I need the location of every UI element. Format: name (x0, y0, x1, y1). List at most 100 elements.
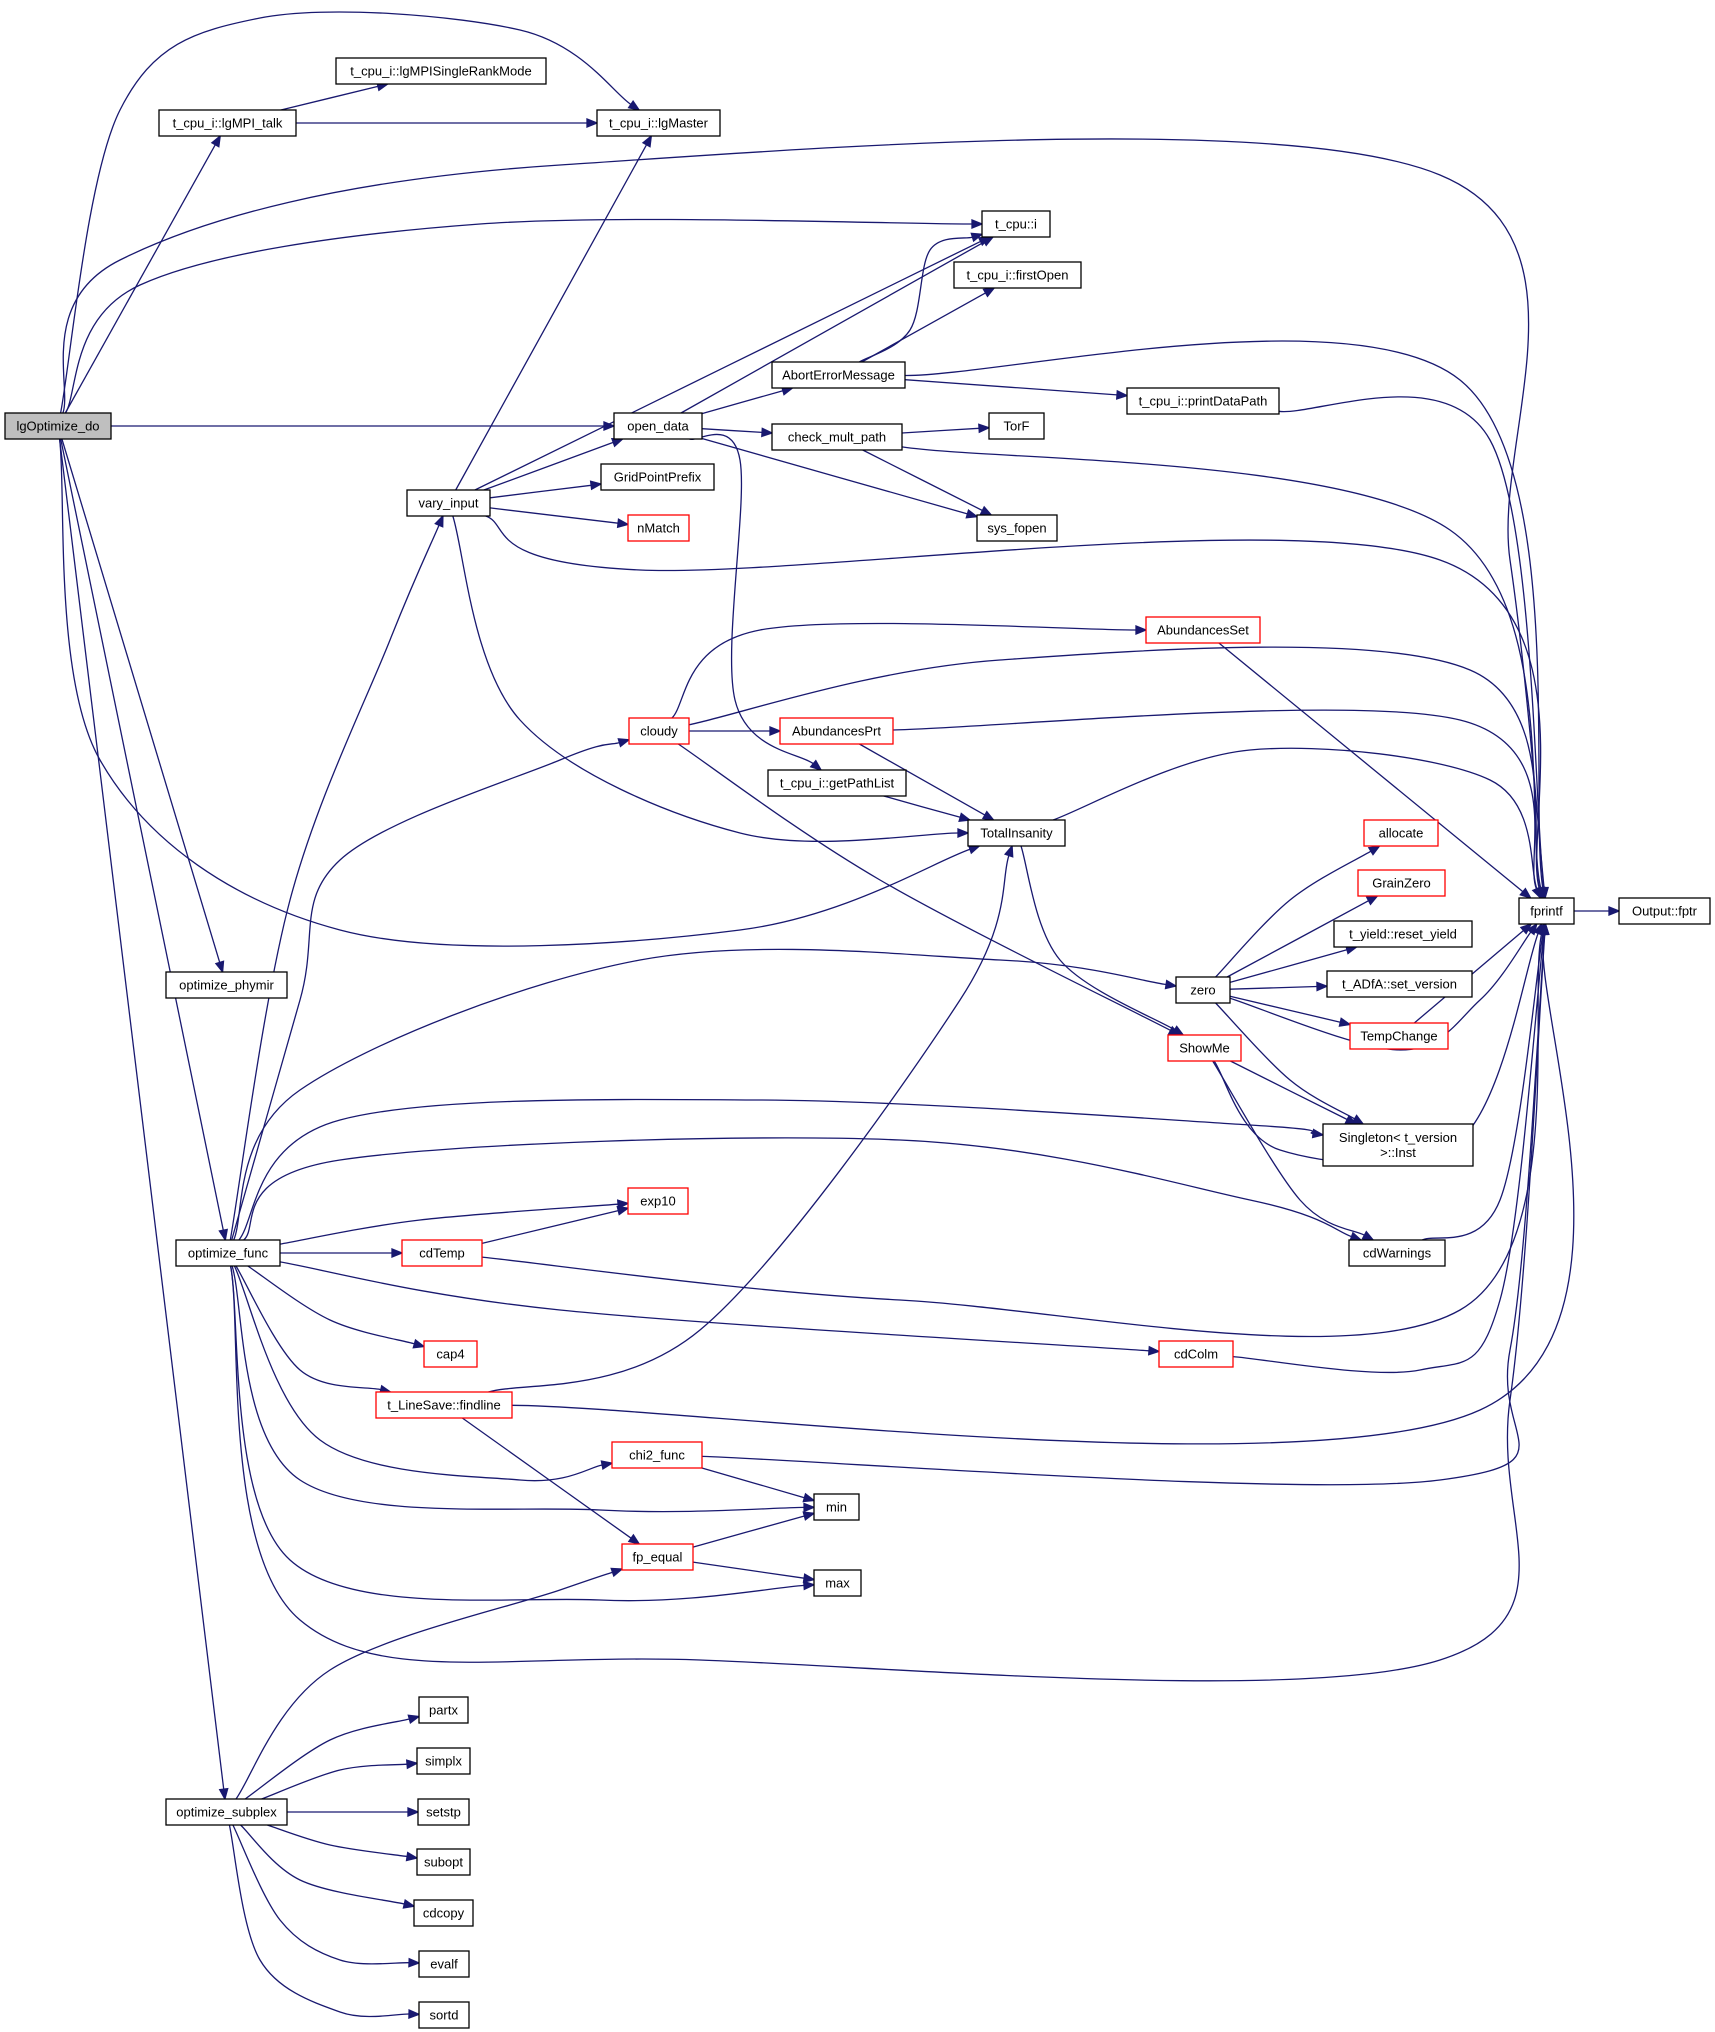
node-box-TotalInsanity[interactable] (967, 819, 1066, 847)
node-box-lgOptimize_do[interactable] (4, 412, 112, 440)
node-Output_fptr[interactable]: Output::fptr (1618, 897, 1711, 925)
node-box-cloudy[interactable] (628, 717, 690, 745)
node-cloudy[interactable]: cloudy (628, 717, 690, 745)
node-AbundancesPrt[interactable]: AbundancesPrt (779, 717, 894, 745)
node-box-setstp[interactable] (417, 1798, 470, 1826)
node-box-fp_equal[interactable] (621, 1543, 694, 1571)
node-cap4[interactable]: cap4 (423, 1340, 478, 1368)
node-box-chi2_func[interactable] (611, 1441, 703, 1469)
node-box-vary_input[interactable] (406, 489, 491, 517)
node-box-lgMaster[interactable] (596, 109, 721, 137)
node-optimize_func[interactable]: optimize_func (175, 1239, 281, 1267)
node-box-fprintf[interactable] (1518, 897, 1575, 925)
node-box-optimize_subplex[interactable] (165, 1798, 288, 1826)
node-TotalInsanity[interactable]: TotalInsanity (967, 819, 1066, 847)
node-min[interactable]: min (813, 1493, 860, 1521)
node-box-allocate[interactable] (1363, 819, 1439, 847)
node-AbundancesSet[interactable]: AbundancesSet (1145, 616, 1261, 644)
node-GridPointPrefix[interactable]: GridPointPrefix (600, 463, 715, 491)
node-box-AbundancesSet[interactable] (1145, 616, 1261, 644)
node-check_mult_path[interactable]: check_mult_path (771, 423, 903, 451)
node-box-ShowMe[interactable] (1167, 1034, 1242, 1062)
node-sortd[interactable]: sortd (418, 2001, 470, 2029)
node-max[interactable]: max (813, 1569, 862, 1597)
node-lgMPISingleRankMode[interactable]: t_cpu_i::lgMPISingleRankMode (335, 57, 547, 85)
node-allocate[interactable]: allocate (1363, 819, 1439, 847)
node-box-open_data[interactable] (613, 412, 703, 440)
node-box-AbortErrorMessage[interactable] (771, 361, 906, 389)
node-exp10[interactable]: exp10 (627, 1187, 689, 1215)
node-GrainZero[interactable]: GrainZero (1357, 869, 1446, 897)
node-box-set_version[interactable] (1326, 970, 1473, 998)
node-set_version[interactable]: t_ADfA::set_version (1326, 970, 1473, 998)
node-firstOpen[interactable]: t_cpu_i::firstOpen (953, 261, 1082, 289)
node-findline[interactable]: t_LineSave::findline (375, 1391, 513, 1419)
node-box-reset_yield[interactable] (1333, 920, 1473, 948)
node-box-max[interactable] (813, 1569, 862, 1597)
node-box-t_cpu_i[interactable] (981, 210, 1051, 238)
node-box-cdcopy[interactable] (413, 1899, 474, 1927)
node-box-zero[interactable] (1175, 976, 1231, 1004)
node-box-lgMPI_talk[interactable] (158, 109, 297, 137)
node-reset_yield[interactable]: t_yield::reset_yield (1333, 920, 1473, 948)
node-box-optimize_phymir[interactable] (165, 971, 288, 999)
node-nMatch[interactable]: nMatch (627, 514, 690, 542)
node-fp_equal[interactable]: fp_equal (621, 1543, 694, 1571)
node-box-findline[interactable] (375, 1391, 513, 1419)
node-setstp[interactable]: setstp (417, 1798, 470, 1826)
node-box-firstOpen[interactable] (953, 261, 1082, 289)
node-box-nMatch[interactable] (627, 514, 690, 542)
node-TorF[interactable]: TorF (988, 412, 1045, 440)
node-getPathList[interactable]: t_cpu_i::getPathList (767, 769, 907, 797)
node-t_cpu_i[interactable]: t_cpu::i (981, 210, 1051, 238)
node-box-exp10[interactable] (627, 1187, 689, 1215)
node-Singleton_Inst[interactable]: Singleton< t_version>::Inst (1322, 1123, 1474, 1167)
node-chi2_func[interactable]: chi2_func (611, 1441, 703, 1469)
node-ShowMe[interactable]: ShowMe (1167, 1034, 1242, 1062)
node-box-check_mult_path[interactable] (771, 423, 903, 451)
node-open_data[interactable]: open_data (613, 412, 703, 440)
node-box-TorF[interactable] (988, 412, 1045, 440)
node-box-simplx[interactable] (416, 1747, 471, 1775)
node-fprintf[interactable]: fprintf (1518, 897, 1575, 925)
node-box-GridPointPrefix[interactable] (600, 463, 715, 491)
node-TempChange[interactable]: TempChange (1349, 1022, 1449, 1050)
node-box-cdColm[interactable] (1158, 1340, 1234, 1368)
node-box-AbundancesPrt[interactable] (779, 717, 894, 745)
node-box-TempChange[interactable] (1349, 1022, 1449, 1050)
node-box-evalf[interactable] (418, 1950, 470, 1978)
node-simplx[interactable]: simplx (416, 1747, 471, 1775)
node-box-getPathList[interactable] (767, 769, 907, 797)
node-box-cap4[interactable] (423, 1340, 478, 1368)
node-box-Output_fptr[interactable] (1618, 897, 1711, 925)
node-sys_fopen[interactable]: sys_fopen (976, 514, 1058, 542)
node-evalf[interactable]: evalf (418, 1950, 470, 1978)
node-box-min[interactable] (813, 1493, 860, 1521)
node-lgMPI_talk[interactable]: t_cpu_i::lgMPI_talk (158, 109, 297, 137)
node-partx[interactable]: partx (418, 1696, 469, 1724)
node-box-Singleton_Inst[interactable] (1322, 1123, 1474, 1167)
node-vary_input[interactable]: vary_input (406, 489, 491, 517)
node-lgOptimize_do[interactable]: lgOptimize_do (4, 412, 112, 440)
node-printDataPath[interactable]: t_cpu_i::printDataPath (1126, 387, 1280, 415)
node-box-sys_fopen[interactable] (976, 514, 1058, 542)
node-box-optimize_func[interactable] (175, 1239, 281, 1267)
node-zero[interactable]: zero (1175, 976, 1231, 1004)
node-box-partx[interactable] (418, 1696, 469, 1724)
node-optimize_subplex[interactable]: optimize_subplex (165, 1798, 288, 1826)
node-box-cdTemp[interactable] (401, 1239, 483, 1267)
node-cdWarnings[interactable]: cdWarnings (1348, 1239, 1446, 1267)
node-cdColm[interactable]: cdColm (1158, 1340, 1234, 1368)
node-box-GrainZero[interactable] (1357, 869, 1446, 897)
node-AbortErrorMessage[interactable]: AbortErrorMessage (771, 361, 906, 389)
node-cdcopy[interactable]: cdcopy (413, 1899, 474, 1927)
node-cdTemp[interactable]: cdTemp (401, 1239, 483, 1267)
node-box-lgMPISingleRankMode[interactable] (335, 57, 547, 85)
node-box-cdWarnings[interactable] (1348, 1239, 1446, 1267)
node-box-subopt[interactable] (416, 1848, 471, 1876)
node-subopt[interactable]: subopt (416, 1848, 471, 1876)
node-lgMaster[interactable]: t_cpu_i::lgMaster (596, 109, 721, 137)
node-box-sortd[interactable] (418, 2001, 470, 2029)
node-optimize_phymir[interactable]: optimize_phymir (165, 971, 288, 999)
node-box-printDataPath[interactable] (1126, 387, 1280, 415)
